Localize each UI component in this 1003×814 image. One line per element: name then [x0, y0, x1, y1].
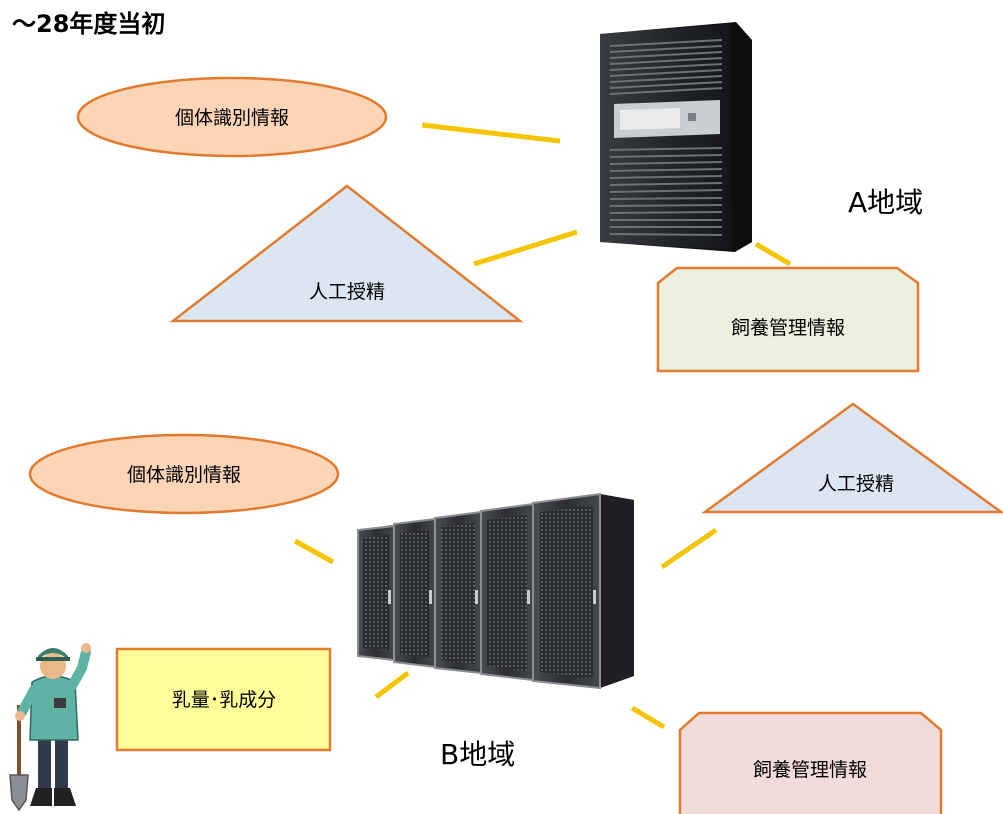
connector-b-insemination — [660, 527, 718, 570]
a-insemination-node: 人工授精 — [169, 184, 524, 323]
a-individual-id-label: 個体識別情報 — [175, 107, 289, 129]
b-feeding-management-label: 飼養管理情報 — [753, 759, 867, 781]
b-individual-id-node: 個体識別情報 — [28, 433, 340, 515]
connectors-region-b — [293, 527, 718, 730]
a-individual-id-node: 個体識別情報 — [76, 76, 388, 158]
connectors-region-a — [421, 122, 792, 267]
connector-a-insemination — [473, 229, 578, 267]
b-insemination-node: 人工授精 — [701, 402, 1003, 514]
tower-server-icon — [600, 22, 752, 252]
a-feeding-management-label: 飼養管理情報 — [731, 317, 845, 339]
b-milk-label: 乳量･乳成分 — [172, 689, 277, 711]
region-a-label: A地域 — [848, 186, 924, 219]
b-individual-id-label: 個体識別情報 — [127, 464, 241, 486]
page-title: 〜28年度当初 — [12, 10, 166, 38]
b-insemination-label: 人工授精 — [818, 473, 894, 495]
a-insemination-label: 人工授精 — [309, 281, 385, 303]
b-milk-node: 乳量･乳成分 — [115, 647, 332, 752]
region-b-label: B地域 — [440, 738, 516, 771]
connector-b-feeding — [630, 705, 666, 730]
a-feeding-management-node: 飼養管理情報 — [656, 266, 920, 373]
server-rack-icon — [357, 492, 634, 690]
b-feeding-management-node: 飼養管理情報 — [678, 711, 943, 814]
connector-b-individual — [293, 538, 335, 565]
connector-a-individual — [421, 122, 561, 144]
connector-b-milk — [374, 671, 410, 699]
farmer-icon — [9, 643, 91, 812]
connector-a-feeding — [754, 241, 792, 267]
